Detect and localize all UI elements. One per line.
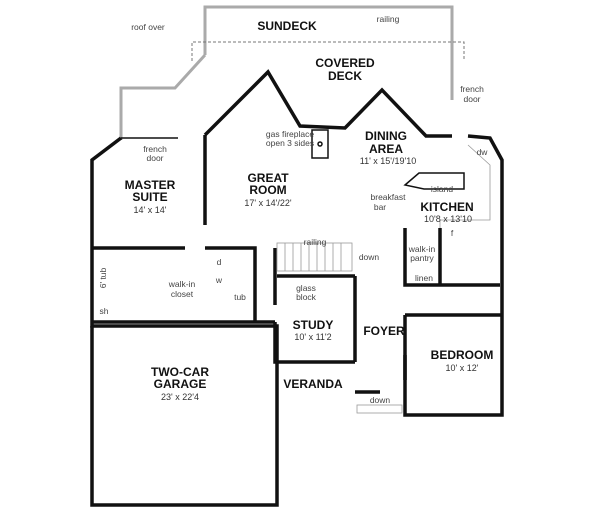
master-label-1: MASTER	[125, 178, 176, 192]
covered-deck-label-1: COVERED	[315, 56, 375, 70]
dryer-note: d	[217, 257, 222, 267]
washer-note: w	[215, 275, 223, 285]
breakfast-bar-note-1: breakfast	[371, 192, 407, 202]
dining-label-1: DINING	[365, 129, 407, 143]
room-labels: DINING AREA 11' x 15'/19'10 GREAT ROOM 1…	[125, 129, 494, 402]
fridge-note: f	[451, 228, 454, 238]
stair-railing-note: railing	[304, 237, 327, 247]
french-door-left-note-2: door	[146, 153, 163, 163]
linen-note: linen	[415, 273, 433, 283]
french-door-right-note-2: door	[463, 94, 480, 104]
shower-note: sh	[100, 306, 109, 316]
pantry-note-2: pantry	[410, 253, 434, 263]
dining-label-2: AREA	[369, 142, 403, 156]
island-note: island	[431, 184, 453, 194]
fireplace	[311, 129, 329, 159]
study-label: STUDY	[293, 318, 334, 332]
master-label-2: SUITE	[132, 190, 167, 204]
fireplace-note-1: gas fireplace	[266, 129, 314, 139]
sundeck-railing	[119, 5, 454, 140]
kitchen-counter	[439, 144, 491, 228]
foyer-label: FOYER	[363, 324, 405, 338]
french-door-left-note-1: french	[143, 144, 167, 154]
study-dim: 10' x 11'2	[294, 332, 331, 342]
great-room-label-1: GREAT	[247, 171, 289, 185]
glass-block-note-1: glass	[296, 283, 316, 293]
master-dim: 14' x 14'	[134, 205, 167, 215]
great-room-dim: 17' x 14'/22'	[244, 198, 291, 208]
roof-over-line	[191, 41, 465, 61]
kitchen-label: KITCHEN	[420, 200, 473, 214]
bedroom-dim: 10' x 12'	[446, 363, 479, 373]
fireplace-note-2: open 3 sides	[266, 138, 314, 148]
island-counter	[403, 172, 465, 190]
exterior-walls	[90, 69, 504, 507]
stair-down-note: down	[359, 252, 380, 262]
interior-walls	[92, 228, 502, 394]
walk-in-closet-note-1: walk-in	[168, 279, 196, 289]
veranda-steps	[356, 404, 403, 414]
veranda-down-note: down	[370, 395, 391, 405]
dishwasher-note: dw	[477, 147, 489, 157]
covered-deck-label-2: DECK	[328, 69, 362, 83]
roof-over-note: roof over	[131, 22, 165, 32]
glass-block-note-2: block	[296, 292, 317, 302]
kitchen-dim: 10'8 x 13'10	[424, 214, 472, 224]
bedroom-label: BEDROOM	[431, 348, 494, 362]
great-room-label-2: ROOM	[249, 183, 286, 197]
note-labels: french door gas fireplace open 3 sides i…	[98, 129, 488, 316]
outdoor-labels: SUNDECK roof over railing COVERED DECK f…	[131, 14, 484, 405]
french-door-right-note-1: french	[460, 84, 484, 94]
sundeck-label: SUNDECK	[257, 19, 317, 33]
pantry-note-1: walk-in	[408, 244, 436, 254]
breakfast-bar-note-2: bar	[374, 202, 386, 212]
dining-dim: 11' x 15'/19'10	[360, 156, 417, 166]
walk-in-closet-note-2: closet	[171, 289, 194, 299]
garage-dim: 23' x 22'4	[161, 392, 199, 402]
tub-note: tub	[234, 292, 246, 302]
garage-label-1: TWO-CAR	[151, 365, 209, 379]
railing-note: railing	[377, 14, 400, 24]
six-foot-tub-note: 6' tub	[98, 267, 108, 288]
veranda-label: VERANDA	[283, 377, 343, 391]
stair	[276, 242, 353, 272]
garage-label-2: GARAGE	[154, 377, 207, 391]
